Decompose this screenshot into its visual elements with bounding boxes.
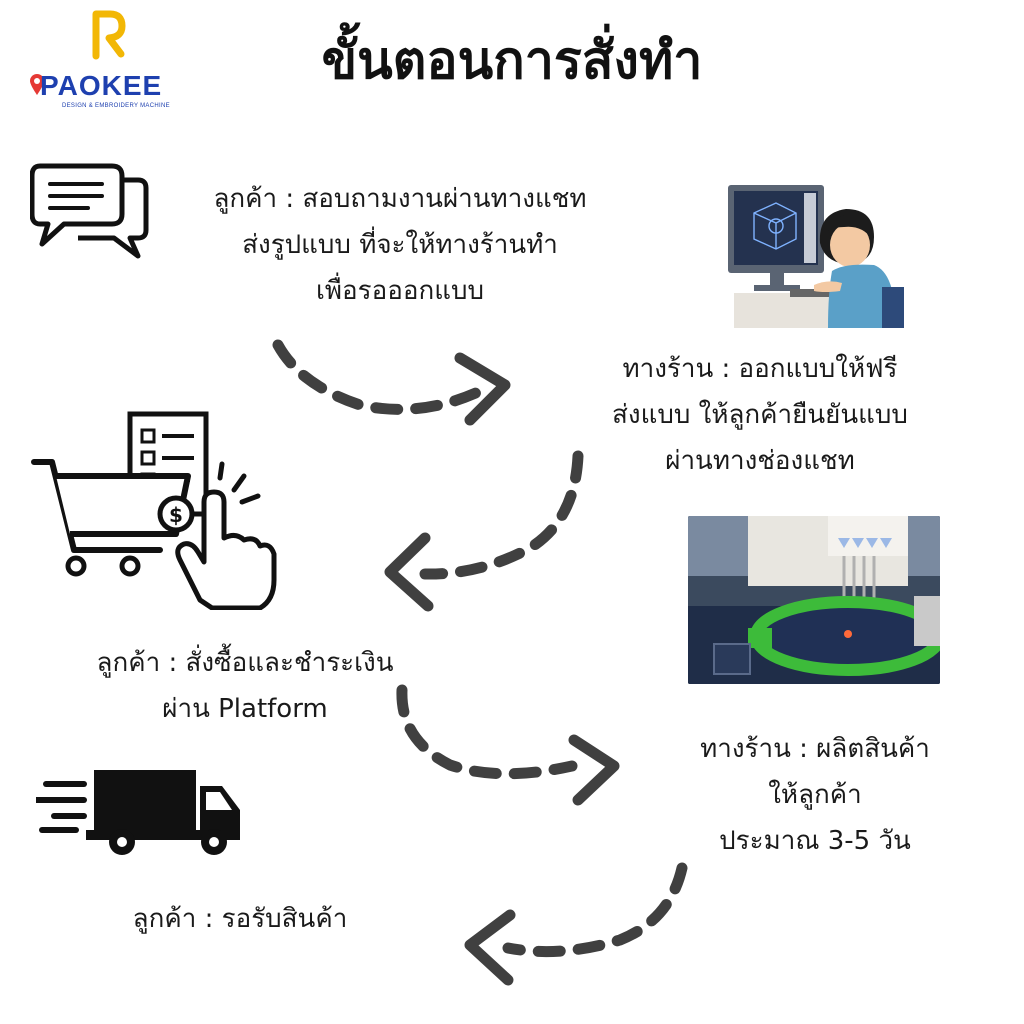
brand-tagline: DESIGN & EMBROIDERY MACHINE <box>62 103 170 109</box>
brand-logo <box>28 8 168 118</box>
shopping-cart-payment-icon: $ <box>31 411 277 610</box>
step-2-line-1: ทางร้าน : ออกแบบให้ฟรี <box>622 354 898 384</box>
step-2-line-3: ผ่านทางช่องแชท <box>665 446 855 476</box>
svg-text:$: $ <box>169 503 183 527</box>
step-3-line-1: ลูกค้า : สั่งซื้อและชำระเงิน <box>96 648 394 678</box>
step-5-text: ลูกค้า : รอรับสินค้า <box>90 896 390 942</box>
step-4-line-2: ให้ลูกค้า <box>768 780 862 810</box>
page-title: ขั้นตอนการสั่งทำ <box>321 31 703 91</box>
step-5-line-1: ลูกค้า : รอรับสินค้า <box>132 904 348 934</box>
arrow-1-dashed-curve <box>272 339 484 415</box>
step-2-line-2: ส่งแบบ ให้ลูกค้ายืนยันแบบ <box>612 400 908 430</box>
arrow-1-head-icon <box>454 352 511 426</box>
logo-r-mark <box>92 10 126 60</box>
step-1-text: ลูกค้า : สอบถามงานผ่านทางแชท ส่งรูปแบบ ท… <box>150 176 650 314</box>
arrow-3-head-icon <box>568 734 620 806</box>
location-pin-icon <box>30 74 44 95</box>
step-1-line-3: เพื่อรอออกแบบ <box>316 276 484 306</box>
embroidery-machine-photo <box>688 516 940 684</box>
arrow-2-head-icon <box>384 532 434 612</box>
step-4-line-3: ประมาณ 3-5 วัน <box>719 826 911 856</box>
arrow-4-head-icon <box>464 909 516 986</box>
brand-name: PAOKEE <box>40 70 163 101</box>
step-3-line-2: ผ่าน Platform <box>162 694 328 724</box>
step-3-text: ลูกค้า : สั่งซื้อและชำระเงิน ผ่าน Platfo… <box>40 640 450 732</box>
step-1-line-2: ส่งรูปแบบ ที่จะให้ทางร้านทำ <box>242 230 558 260</box>
designer-computer-illustration <box>724 183 904 328</box>
step-2-text: ทางร้าน : ออกแบบให้ฟรี ส่งแบบ ให้ลูกค้าย… <box>520 346 1000 484</box>
step-4-text: ทางร้าน : ผลิตสินค้า ให้ลูกค้า ประมาณ 3-… <box>640 726 990 864</box>
step-1-line-1: ลูกค้า : สอบถามงานผ่านทางแชท <box>213 184 587 214</box>
step-4-line-1: ทางร้าน : ผลิตสินค้า <box>700 734 930 764</box>
delivery-truck-icon <box>36 770 240 855</box>
arrow-4-dashed-curve <box>502 862 688 958</box>
chat-bubbles-icon <box>30 163 149 259</box>
